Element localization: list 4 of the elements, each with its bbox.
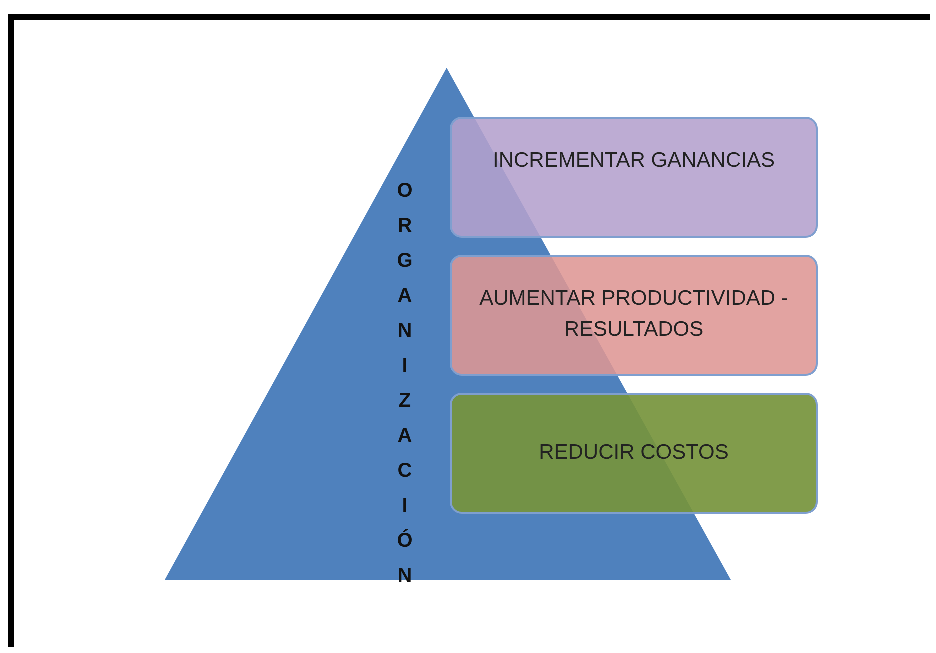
vertical-title: ORGANIZACIÓN [395, 180, 415, 600]
goal-box: REDUCIR COSTOS [450, 393, 818, 514]
goal-box: AUMENTAR PRODUCTIVIDAD - RESULTADOS [450, 255, 818, 376]
goal-box: INCREMENTAR GANANCIAS [450, 117, 818, 238]
